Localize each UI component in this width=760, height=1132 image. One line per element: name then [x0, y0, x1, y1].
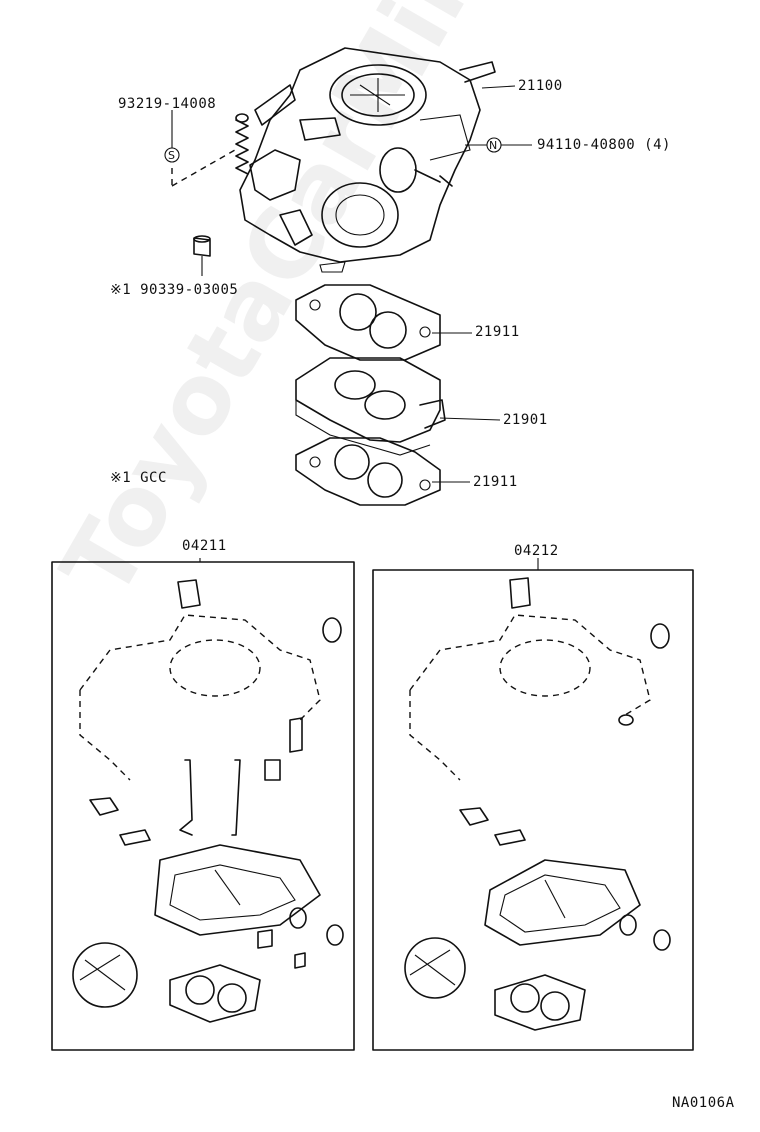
kit-04212-parts [404, 577, 671, 1031]
drawing-code: NA0106A [672, 1095, 735, 1111]
kit-04211-parts [72, 579, 344, 1023]
gasket-lower-part [295, 437, 441, 506]
kit-label-04211: 04211 [182, 538, 227, 554]
kit-04211-frame [51, 561, 355, 1051]
insulator-part [295, 357, 446, 456]
callout-gasket-upper: 21911 [475, 324, 520, 340]
kit-label-04212: 04212 [514, 543, 559, 559]
callout-gasket-lower: 21911 [473, 474, 518, 490]
callout-insulator: 21901 [503, 412, 548, 428]
gasket-upper-part [295, 284, 441, 361]
callout-spring: 93219-14008 [118, 96, 217, 112]
leader-lines [164, 85, 539, 570]
callout-pin: ※1 90339-03005 [110, 282, 239, 298]
callout-nut: 94110-40800 (4) [537, 137, 671, 153]
carburetor-assembly [239, 47, 496, 273]
pin-part [193, 235, 211, 276]
spring-part [171, 113, 249, 188]
spring-marker-symbol: S [168, 149, 176, 162]
nut-marker-symbol: N [489, 139, 498, 152]
note-gcc: ※1 GCC [110, 470, 167, 486]
kit-04212-frame [372, 569, 694, 1051]
callout-carburetor: 21100 [518, 78, 563, 94]
